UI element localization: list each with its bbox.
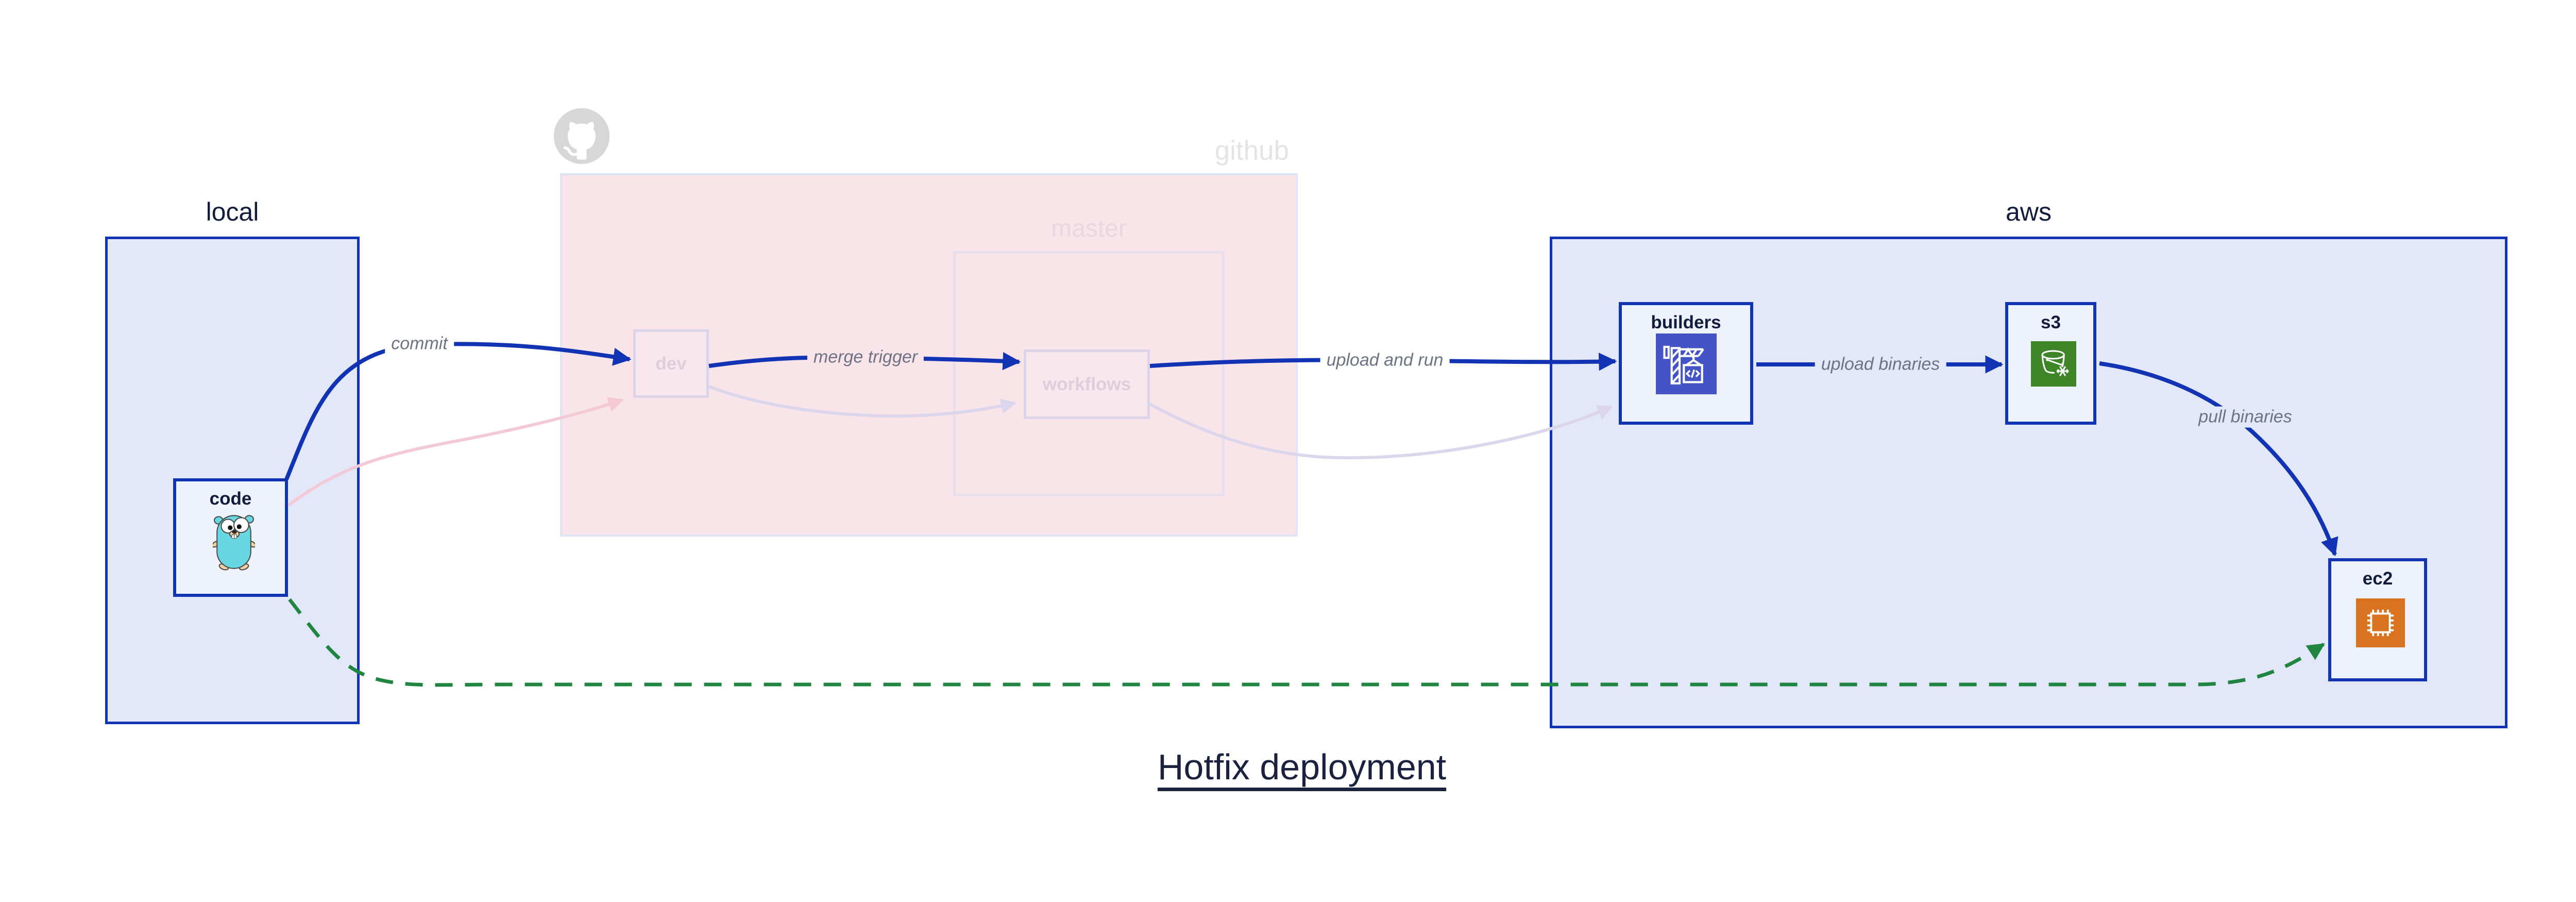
node-ec2-label: ec2	[2362, 569, 2393, 589]
diagram-title: Hotfix deployment	[0, 746, 2576, 788]
node-builders-label: builders	[1651, 312, 1721, 332]
node-dev-label: dev	[655, 353, 687, 374]
edge-commit-label: commit	[385, 333, 454, 355]
ec2-chip-icon	[2356, 598, 2405, 647]
node-builders: builders	[1619, 302, 1753, 425]
master-group-box	[953, 251, 1225, 496]
diagram-title-text: Hotfix deployment	[1157, 747, 1447, 787]
local-group-label: local	[206, 197, 259, 226]
node-workflows-label: workflows	[1042, 374, 1131, 394]
node-s3-label: s3	[2041, 312, 2061, 332]
edge-upload-binaries-label: upload binaries	[1815, 354, 1946, 375]
edge-pull-binaries-label: pull binaries	[2192, 406, 2298, 428]
go-gopher-icon	[211, 511, 257, 571]
node-ec2: ec2	[2328, 558, 2427, 681]
aws-group-label: aws	[2006, 197, 2052, 226]
edge-upload-and-run-label: upload and run	[1320, 349, 1450, 371]
github-group-label: github	[1214, 136, 1289, 166]
node-workflows: workflows	[1024, 349, 1150, 419]
master-group-label: master	[1051, 215, 1127, 242]
node-dev: dev	[633, 329, 709, 398]
s3-glacier-bucket-icon	[2031, 341, 2076, 387]
codebuild-crane-icon	[1656, 333, 1717, 394]
edge-merge-trigger-label: merge trigger	[807, 346, 924, 368]
node-code-label: code	[209, 489, 252, 509]
github-octocat-icon	[552, 107, 611, 165]
node-s3: s3	[2005, 302, 2096, 425]
node-code: code	[173, 478, 288, 597]
